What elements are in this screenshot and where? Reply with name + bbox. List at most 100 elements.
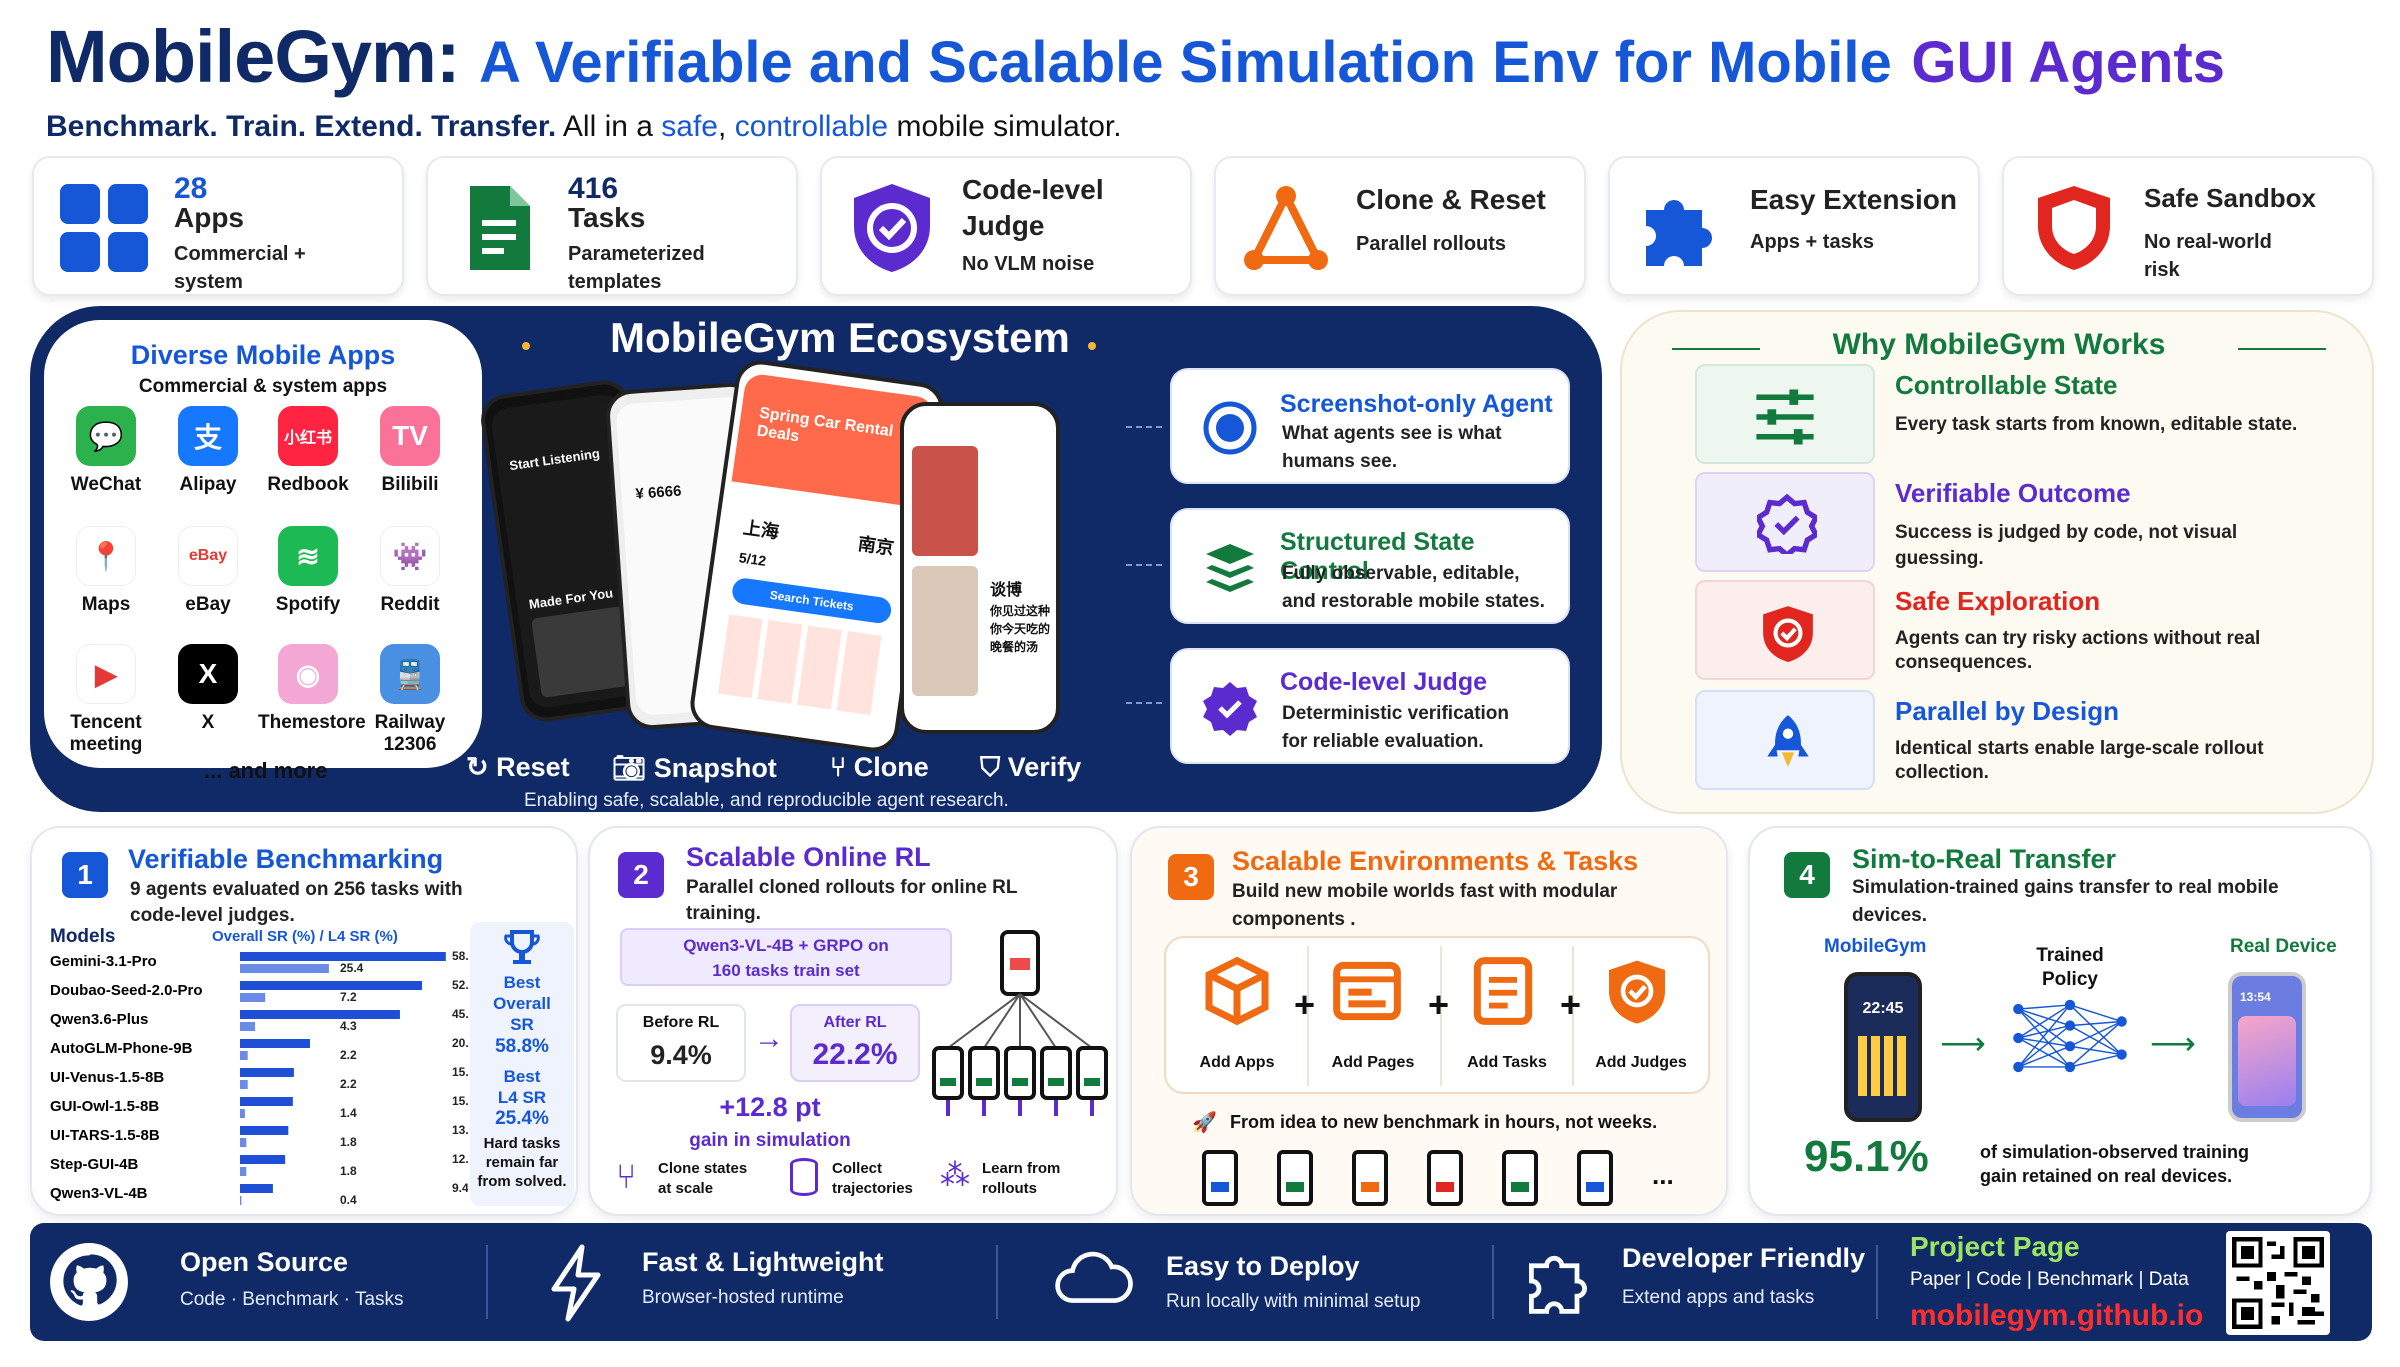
plus-sign: + [1560,984,1582,1025]
part-divider [1572,946,1574,1086]
app-label: WeChat [70,474,142,495]
feature-title: Screenshot-only Agent [1280,390,1553,418]
l4-sr-bar [240,1022,256,1031]
l4-sr-bar [240,1051,248,1060]
action-reset-label: Reset [496,752,570,782]
shield-check-icon: ⛉ [980,752,1001,782]
title-main: MobileGym: [46,15,460,98]
part-divider [1440,946,1442,1086]
action-reset[interactable]: ↻ Reset [466,752,570,782]
app-themestore[interactable]: ◉ Themestore [258,644,366,734]
footer-divider [486,1245,488,1319]
branch-icon: ⑂ [830,752,847,782]
footer-fast[interactable]: Fast & Lightweight Browser-hosted runtim… [500,1223,1000,1341]
connector-3 [1126,702,1162,704]
tagline-safe: safe [661,110,718,143]
project-url[interactable]: mobilegym.github.io [1910,1299,2204,1332]
best-overall-l2: Overall [493,994,551,1013]
footer-open-source[interactable]: Open Source Code · Benchmark · Tasks [30,1223,490,1341]
overall-sr-value: 9.4 [452,1181,468,1195]
neural-net-icon [2013,999,2127,1073]
project-links[interactable]: Paper | Code | Benchmark | Data [1910,1269,2189,1290]
action-clone[interactable]: ⑂ Clone [830,752,929,783]
col-sr: Overall SR (%) / L4 SR (%) [212,928,398,945]
app-railway[interactable]: 🚆Railway 12306 [360,644,460,756]
why-item-title: Safe Exploration [1895,586,2101,616]
ecosystem-title: MobileGym Ecosystem [610,314,1070,361]
app-maps[interactable]: 📍Maps [56,526,156,616]
apps-title: Diverse Mobile Apps [130,340,396,370]
feature-title: Structured State Control [1280,528,1475,585]
app-spotify[interactable]: ≋Spotify [258,526,358,616]
stat-clone-sub1: Parallel rollouts [1356,233,1507,255]
app-wechat[interactable]: 💬WeChat [56,406,156,496]
mini-phone-screen [1286,1182,1304,1192]
after-rl-value: 22.2% [812,1038,898,1071]
l4-sr-bar [240,1080,248,1089]
hard-note-l3: from solved. [477,1173,567,1190]
stat-extension: Easy Extension Apps + tasks [1608,156,1980,296]
overall-sr-bar [240,952,446,961]
action-snapshot[interactable]: 📷︎ Snapshot [612,752,777,784]
footer-item-title: Easy to Deploy [1166,1251,1360,1281]
label-policy-l1: Trained [2036,945,2104,966]
app-icon: ◉ [278,644,338,704]
connector-2 [1126,564,1162,566]
shield-icon [2038,186,2110,270]
overall-sr-bar [240,1068,294,1077]
sim-clock: 22:45 [1862,1000,1904,1017]
l4-sr-value: 1.8 [340,1135,357,1149]
model-label: Gemini-3.1-Pro [50,953,157,970]
stat-judge: Code-level Judge No VLM noise [820,156,1192,296]
l4-sr-value: 4.3 [340,1019,357,1033]
app-tencent[interactable]: ▶Tencent meeting [56,644,156,756]
qr-code[interactable] [2226,1231,2330,1335]
app-label: Themestore [258,712,366,733]
stat-sandbox-label: Safe Sandbox [2144,183,2316,213]
app-reddit[interactable]: 👾Reddit [360,526,460,616]
why-icon-box [1695,472,1875,572]
section-sim-to-real: 4 Sim-to-Real Transfer Simulation-traine… [1748,826,2372,1216]
l4-sr-bar [240,1109,245,1118]
why-icon-box [1695,364,1875,464]
tagline-post: mobile simulator. [896,110,1122,143]
cloud-icon [1055,1251,1133,1303]
footer-item-desc: Run locally with minimal setup [1166,1291,1421,1312]
app-label: Maps [81,594,131,615]
shield-check-icon [854,184,930,272]
why-safe: Safe Exploration Agents can try risky ac… [1695,580,2330,680]
model-label: AutoGLM-Phone-9B [50,1040,193,1057]
stat-apps-count: 28 [174,172,208,205]
arrow-right-icon: ⟶ [2150,1025,2196,1061]
tagline: Benchmark. Train. Extend. Transfer. All … [46,110,1122,144]
label-policy-l2: Policy [2042,969,2098,990]
overall-sr-bar [240,981,422,990]
target-icon [1203,401,1257,455]
overall-sr-bar [240,1097,293,1106]
best-box [470,922,574,1206]
title-dot-right [1088,342,1096,350]
best-l4-l1: Best [503,1067,541,1086]
branch-icon: ⑂ [616,1158,637,1196]
model-label: UI-Venus-1.5-8B [50,1069,164,1086]
action-verify[interactable]: ⛉ Verify [980,752,1081,784]
footer-divider [1492,1245,1494,1319]
apps-sub: Commercial & system apps [138,376,388,397]
app-icon: 🚆 [380,644,440,704]
overall-sr-bar [240,1126,289,1135]
stat-apps-sub1: Commercial + [174,243,306,265]
best-overall-l1: Best [503,973,541,992]
l4-sr-value: 7.2 [340,990,357,1004]
section-title: Scalable Online RL [686,842,931,872]
footer-deploy[interactable]: Easy to Deploy Run locally with minimal … [1010,1223,1510,1341]
footer-developer[interactable]: Developer Friendly Extend apps and tasks [1506,1223,1906,1341]
l4-sr-bar [240,964,329,973]
clone-states-l2: at scale [658,1180,714,1197]
stat-sandbox-sub2: risk [2144,259,2180,281]
